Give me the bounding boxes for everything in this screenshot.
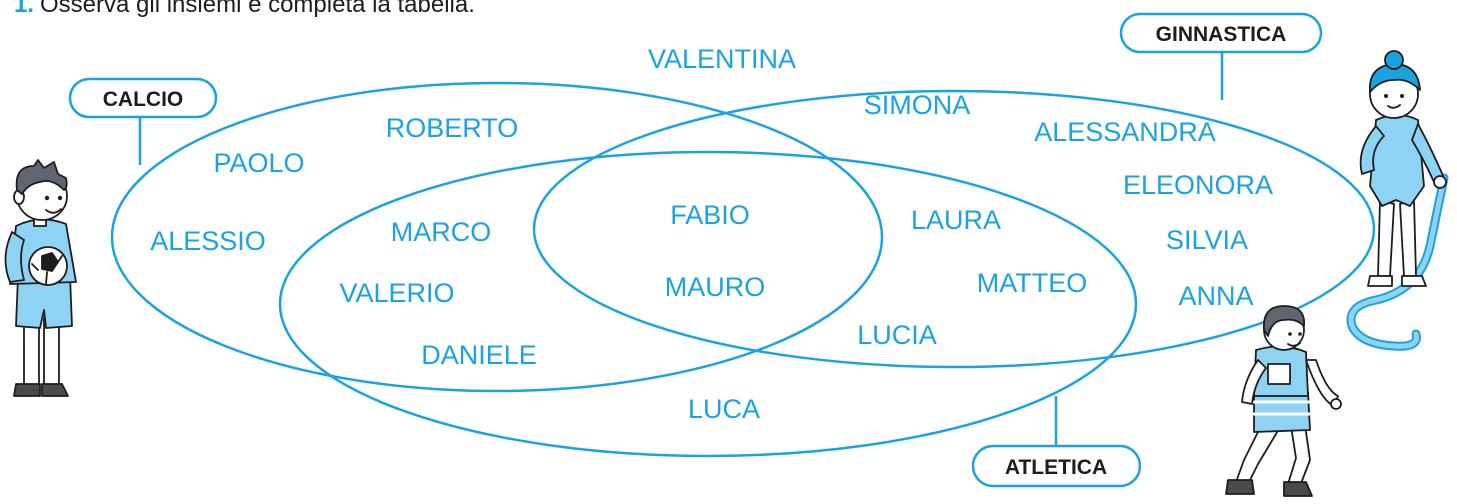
name-alessandra: ALESSANDRA <box>1034 117 1216 147</box>
calcio-tag: CALCIO <box>68 77 218 119</box>
name-simona: SIMONA <box>864 90 971 120</box>
runner-boy-illustration <box>1225 305 1342 497</box>
calcio-set-ellipse <box>110 81 884 393</box>
atletica-tag: ATLETICA <box>971 444 1142 488</box>
atletica-set-ellipse <box>278 150 1138 458</box>
name-daniele: DANIELE <box>421 340 537 370</box>
atletica-label: ATLETICA <box>1005 456 1107 479</box>
soccer-boy-illustration <box>4 159 77 397</box>
name-lucia: LUCIA <box>857 320 937 350</box>
name-laura: LAURA <box>911 205 1001 235</box>
name-luca: LUCA <box>688 394 760 424</box>
name-roberto: ROBERTO <box>386 113 519 143</box>
name-marco: MARCO <box>391 217 492 247</box>
name-paolo: PAOLO <box>213 148 304 178</box>
name-eleonora: ELEONORA <box>1123 170 1273 200</box>
exercise-instruction: 1. Osserva gli insiemi e completa la tabe… <box>14 0 475 19</box>
name-mauro: MAURO <box>665 272 766 302</box>
ginnastica-label: GINNASTICA <box>1156 23 1287 46</box>
ginnastica-set-ellipse <box>532 89 1376 369</box>
gymnast-girl-illustration <box>1346 50 1449 351</box>
exercise-number: 1. <box>14 0 35 18</box>
name-alessio: ALESSIO <box>150 226 266 256</box>
name-matteo: MATTEO <box>977 268 1088 298</box>
calcio-label: CALCIO <box>103 88 184 111</box>
name-valerio: VALERIO <box>339 278 454 308</box>
ginnastica-tag: GINNASTICA <box>1119 12 1323 54</box>
name-anna: ANNA <box>1178 281 1253 311</box>
name-valentina: VALENTINA <box>648 44 796 74</box>
instruction-text: Osserva gli insiemi e completa la tabell… <box>40 0 475 18</box>
name-fabio: FABIO <box>670 200 750 230</box>
name-silvia: SILVIA <box>1166 225 1248 255</box>
